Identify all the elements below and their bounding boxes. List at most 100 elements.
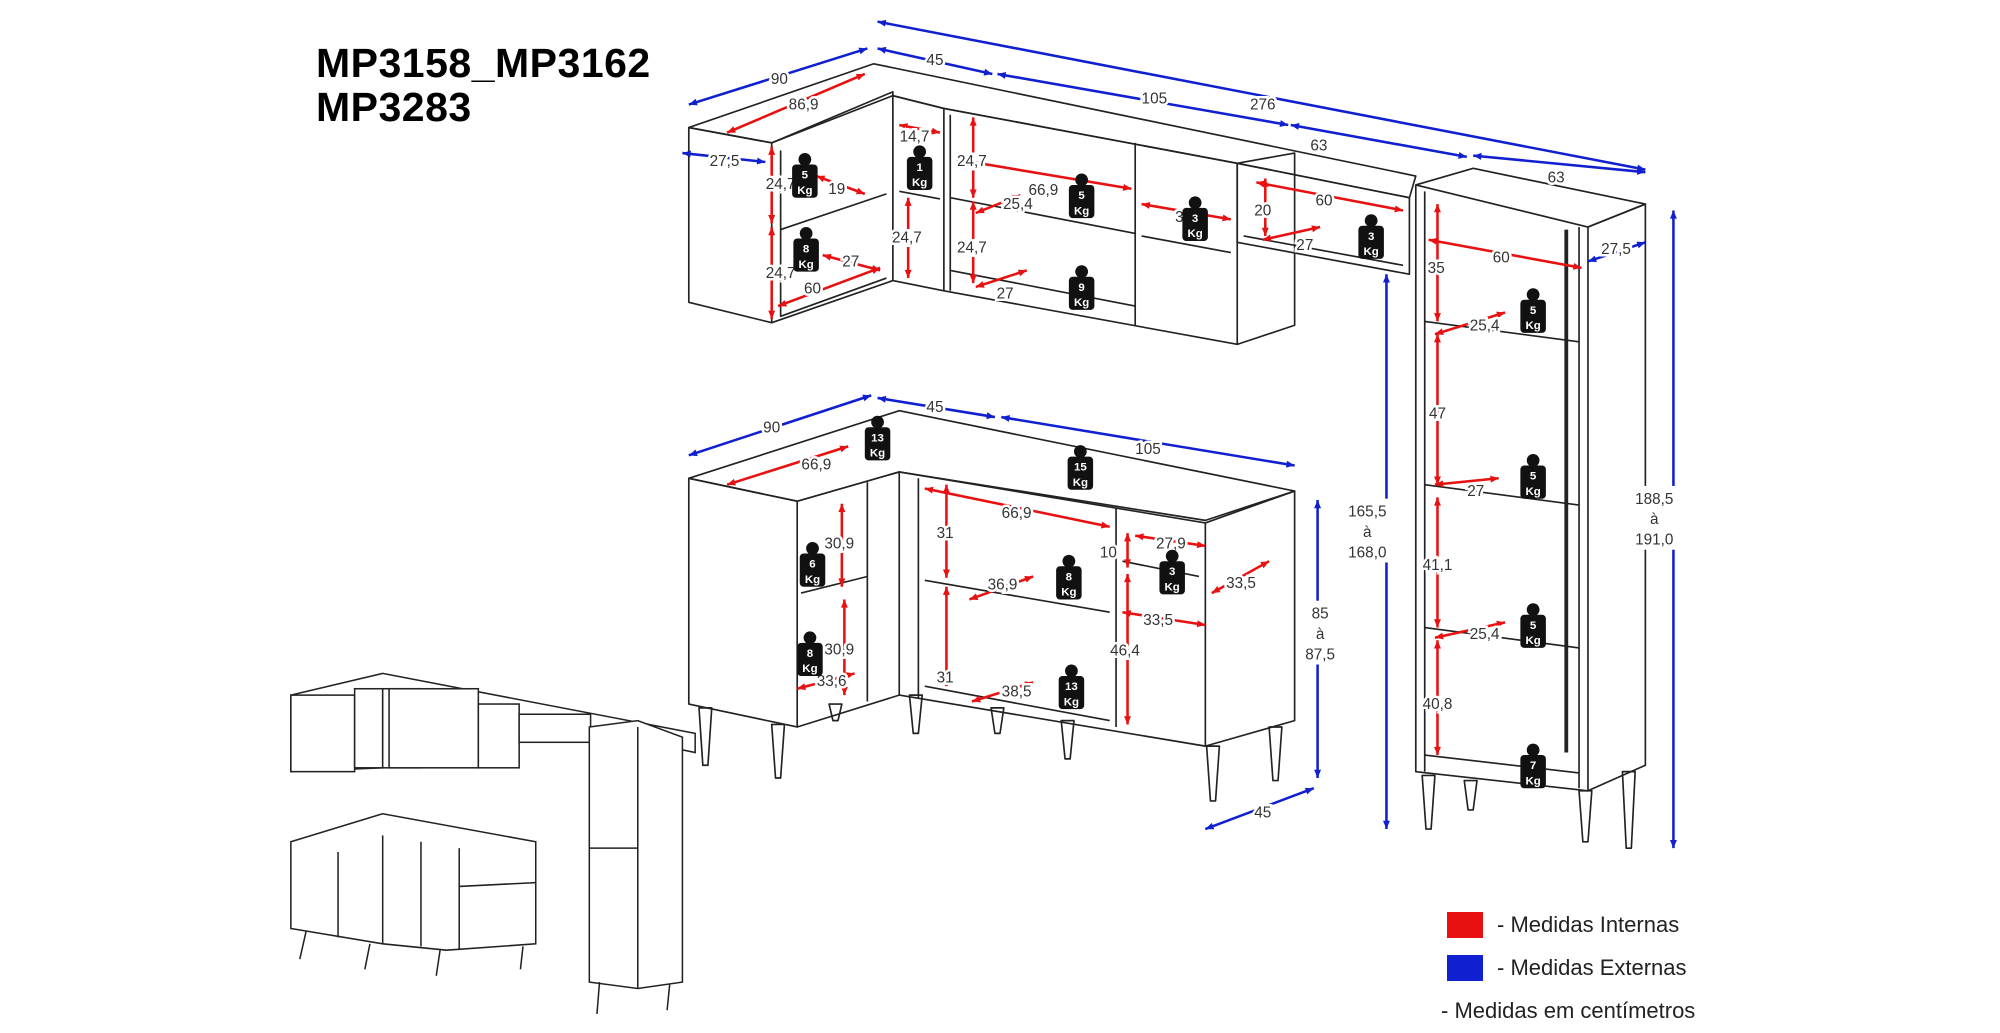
external-dimension-arrow — [688, 47, 868, 106]
arrowhead-icon — [1433, 476, 1441, 485]
arrowhead-icon — [688, 449, 698, 457]
internal-dimension-arrow — [956, 158, 1132, 191]
dimension-label: 45 — [1254, 805, 1271, 822]
weight-unit: Kg — [1525, 635, 1540, 647]
lower-corner-side-panel — [687, 477, 799, 728]
arrowhead-icon — [1304, 787, 1314, 795]
dimension-label: 60 — [804, 280, 821, 297]
arrowhead-icon — [969, 274, 977, 284]
legend-internal: - Medidas Internas — [1447, 912, 1679, 938]
weight-unit: Kg — [1364, 246, 1379, 258]
weight-unit: Kg — [1525, 320, 1540, 332]
arrowhead-icon — [1434, 632, 1444, 640]
dimension-label: 33,5 — [1143, 612, 1173, 629]
blue-swatch-icon — [1447, 955, 1483, 981]
arrowhead-icon — [1433, 640, 1441, 649]
weight-icon: 9Kg — [1068, 265, 1095, 310]
internal-dimension-arrow — [924, 487, 1110, 529]
arrowhead-icon — [840, 686, 848, 696]
weight-unit: Kg — [870, 448, 885, 460]
weight-icon: 8Kg — [1056, 554, 1082, 600]
arrowhead-icon — [727, 478, 736, 486]
arrowhead-icon — [862, 394, 872, 402]
arrowhead-icon — [1496, 620, 1506, 628]
arrowhead-icon — [971, 695, 981, 703]
internal-dimension-arrow — [1262, 225, 1321, 242]
arrowhead-icon — [1473, 152, 1482, 160]
dimension-label: 90 — [763, 419, 780, 436]
dimension-label: 63 — [1548, 169, 1565, 186]
dimension-label: 90 — [771, 71, 788, 88]
cabinet-outlines — [687, 62, 1647, 849]
arrowhead-icon — [1122, 183, 1132, 191]
dimension-label: 24,7 — [957, 153, 987, 170]
external-dimension-arrow — [877, 396, 996, 419]
arrowhead-icon — [855, 73, 865, 81]
arrowhead-icon — [1262, 234, 1272, 242]
dimension-label: 66,9 — [1028, 182, 1058, 199]
dimension-label: 27 — [842, 254, 859, 271]
dimension-label: 86,9 — [789, 97, 819, 114]
arrowhead-icon — [1011, 194, 1021, 202]
dimension-label: 66,9 — [1002, 505, 1032, 522]
arrowhead-icon — [838, 578, 846, 587]
weight-unit: Kg — [1525, 486, 1540, 498]
arrowhead-icon — [1434, 480, 1444, 488]
arrowhead-icon — [1496, 311, 1506, 319]
weight-value: 3 — [1368, 231, 1374, 243]
dimension-label: 24,7 — [892, 229, 922, 246]
dimension-label: 63 — [1310, 138, 1327, 155]
external-dimension-arrow — [1204, 787, 1315, 831]
arrowhead-icon — [768, 214, 776, 224]
weight-icon: 5Kg — [1520, 288, 1546, 333]
internal-dimension-arrow — [1122, 610, 1206, 627]
dimension-label: 60 — [1315, 192, 1332, 209]
weight-unit: Kg — [1187, 228, 1202, 240]
external-dimension-arrow — [997, 72, 1289, 127]
dimension-label: 24,7 — [766, 265, 796, 282]
weight-value: 8 — [803, 244, 810, 256]
dimension-label: 45 — [926, 52, 943, 69]
weight-value: 13 — [871, 432, 884, 444]
legend-units: - Medidas em centímetros — [1441, 998, 1695, 1024]
arrowhead-icon — [942, 484, 950, 493]
arrowhead-icon — [924, 486, 934, 494]
arrowhead-icon — [756, 157, 766, 165]
weight-unit: Kg — [1061, 587, 1076, 599]
arrowhead-icon — [1434, 328, 1444, 336]
dimension-label: 27,5 — [710, 153, 740, 170]
arrowhead-icon — [877, 395, 887, 403]
dimension-label: 27 — [997, 285, 1014, 302]
external-dimension-arrow — [1473, 154, 1646, 174]
weight-value: 7 — [1530, 760, 1536, 772]
arrowhead-icon — [1124, 573, 1132, 583]
dimension-label: 24,7 — [766, 176, 796, 193]
weight-value: 5 — [1078, 190, 1085, 202]
arrowhead-icon — [983, 68, 993, 76]
arrowhead-icon — [1211, 586, 1221, 594]
weight-value: 3 — [1192, 213, 1198, 225]
model-title-line2: MP3283 — [316, 84, 472, 130]
arrowhead-icon — [855, 187, 865, 195]
arrowhead-icon — [1024, 576, 1034, 583]
weight-unit: Kg — [797, 185, 812, 197]
arrowhead-icon — [904, 197, 912, 206]
range-label-from: 165,5 — [1348, 504, 1386, 521]
range-label-from: 85 — [1312, 606, 1329, 623]
arrowhead-icon — [1124, 559, 1132, 568]
arrowhead-icon — [1490, 475, 1499, 483]
external-dimension-arrow — [1001, 415, 1295, 467]
arrowhead-icon — [1222, 214, 1231, 222]
weight-unit: Kg — [1165, 582, 1180, 594]
dimension-label: 30,9 — [824, 641, 854, 658]
external-dimension-arrow — [682, 151, 766, 164]
weight-value: 13 — [1065, 681, 1078, 693]
arrowhead-icon — [1141, 202, 1151, 209]
external-dimension-arrow — [688, 394, 872, 457]
arrowhead-icon — [942, 586, 950, 595]
arrowhead-icon — [956, 157, 966, 165]
weight-value: 5 — [1530, 471, 1537, 483]
weight-value: 15 — [1074, 462, 1087, 474]
